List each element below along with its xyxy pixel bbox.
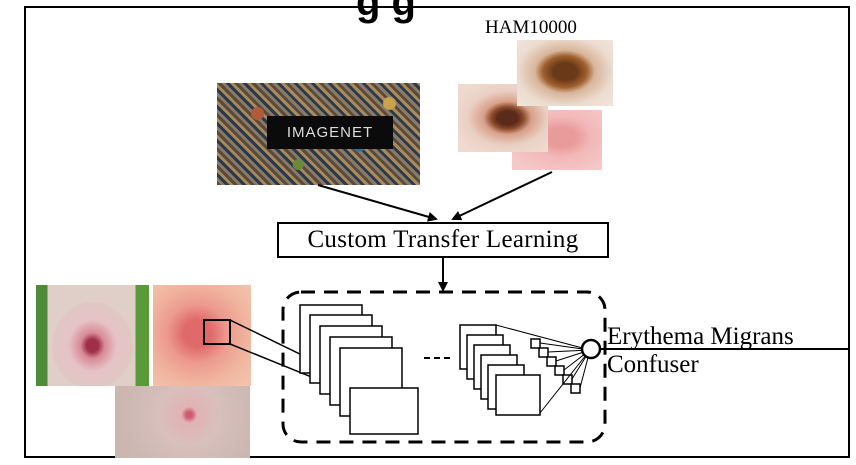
crop-region-box	[203, 319, 231, 345]
output-label-erythema-migrans: Erythema Migrans	[607, 323, 794, 350]
imagenet-logo-text: IMAGENET	[286, 124, 374, 141]
ham10000-label: HAM10000	[485, 17, 577, 38]
imagenet-logo: IMAGENET	[267, 116, 393, 149]
method-label: Custom Transfer Learning	[307, 226, 579, 253]
network-dashed-box	[281, 290, 607, 444]
output-node	[580, 338, 602, 360]
ham10000-image-top	[517, 40, 613, 106]
feature-map-stack-large	[299, 304, 419, 435]
input-photo-arm	[153, 285, 251, 386]
input-photo-skin	[115, 386, 250, 458]
figure-frame: g g	[24, 0, 850, 458]
dense-layer-units	[530, 338, 581, 394]
arrow-ham10000-to-method	[451, 171, 553, 221]
custom-transfer-learning-box: Custom Transfer Learning	[277, 222, 609, 258]
input-photo-leg	[36, 285, 149, 386]
imagenet-image: IMAGENET	[217, 83, 420, 185]
output-label-confuser: Confuser	[607, 351, 699, 378]
cropped-title: g g	[356, 0, 416, 24]
arrow-imagenet-to-method	[317, 184, 438, 222]
feature-map-stack-small	[459, 324, 541, 416]
